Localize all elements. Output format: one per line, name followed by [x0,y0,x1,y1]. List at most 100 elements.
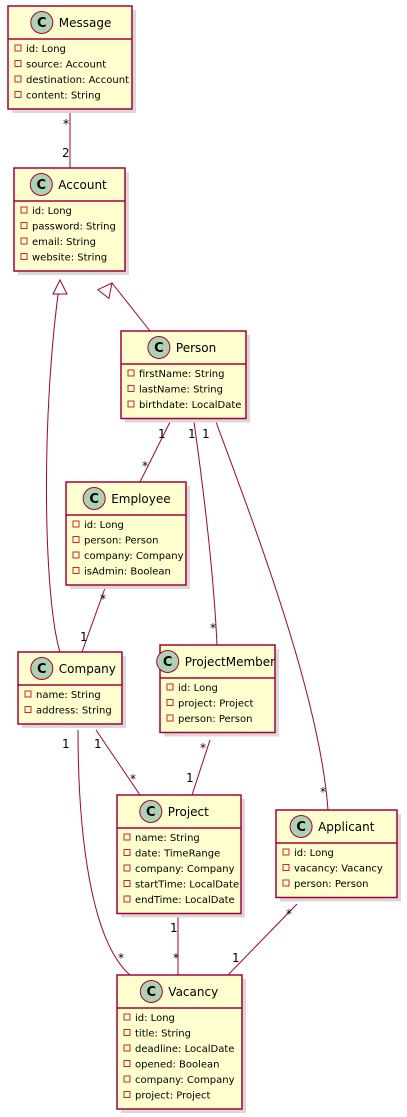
relation-company-vacancy: 1* [62,729,131,976]
private-visibility-icon [123,1013,131,1021]
class-badge-letter: C [163,655,173,670]
class-name: Applicant [318,820,375,834]
multiplicity-label: 1 [202,427,210,441]
class-attribute: source: Account [26,60,106,71]
class-attribute: person: Person [178,714,252,725]
multiplicity-label: * [100,592,106,606]
private-visibility-icon [166,683,174,691]
class-attribute: birthdate: LocalDate [139,400,241,411]
class-badge-icon [29,173,53,196]
multiplicity-label: 1 [188,427,196,441]
class-box [13,167,126,272]
private-visibility-icon [24,706,32,713]
private-visibility-icon [20,253,28,260]
relation-person-projectmember: 1* [188,421,218,646]
class-attribute: company: Company [84,551,184,562]
class-name: Employee [111,492,170,506]
class-attribute: company: Company [135,1075,235,1086]
class-box [7,5,133,110]
private-visibility-icon [123,1060,131,1067]
class-name: ProjectMember [185,655,275,669]
relation-projectmember-project: *1 [186,739,211,796]
private-visibility-icon [123,849,131,856]
class-attribute: project: Project [135,1091,211,1102]
relation-line [81,587,106,653]
private-visibility-icon [14,60,22,67]
private-visibility-icon [123,1029,131,1036]
class-attribute: opened: Boolean [135,1060,220,1071]
class-name: Vacancy [168,985,218,999]
class-attribute: email: String [32,237,96,248]
private-visibility-icon [123,1075,131,1083]
relation-project-vacancy: 1* [170,913,179,975]
private-visibility-icon [14,91,22,98]
private-visibility-icon [166,699,174,706]
class-badge-letter: C [296,820,306,835]
inheritance-arrowhead [96,282,113,300]
private-visibility-icon [127,400,135,408]
private-visibility-icon [123,895,131,903]
relations-layer: *21*1*1**11*1**11**1 [45,106,329,976]
class-attribute: date: TimeRange [135,849,220,860]
private-visibility-icon [123,880,131,887]
class-attribute: address: String [36,706,112,717]
class-badge-icon [139,800,163,823]
private-visibility-icon [72,536,80,543]
private-visibility-icon [123,864,131,872]
class-attribute: person: Person [294,879,368,890]
class-attribute: destination: Account [26,75,129,86]
multiplicity-label: * [63,117,69,131]
private-visibility-icon [166,714,174,722]
class-badge-icon [289,815,313,838]
private-visibility-icon [14,75,22,83]
class-box [116,794,242,915]
class-badge-letter: C [37,662,47,677]
class-box [116,974,243,1110]
private-visibility-icon [282,879,290,887]
class-name: Message [59,16,112,30]
class-attribute: id: Long [178,683,218,694]
relation-message-account: *2 [62,106,71,168]
relation-company-account [45,278,68,653]
private-visibility-icon [282,848,290,856]
multiplicity-label: * [210,621,216,635]
class-badge-letter: C [154,341,164,356]
class-attribute: content: String [26,91,101,102]
class-attribute: deadline: LocalDate [135,1044,234,1055]
relation-employee-company: *1 [80,587,106,653]
class-badge-icon [147,336,171,359]
multiplicity-label: 1 [158,427,166,441]
relation-applicant-vacancy: *1 [227,903,298,976]
relation-line [95,729,141,796]
multiplicity-label: * [173,951,179,965]
multiplicity-label: * [130,772,136,786]
multiplicity-label: 2 [62,146,70,160]
relation-line [193,421,218,646]
class-badge-letter: C [147,985,157,1000]
class-attribute: lastName: String [139,385,223,396]
private-visibility-icon [24,690,32,698]
relation-line [191,739,211,796]
class-attribute: name: String [135,833,200,844]
class-attribute: id: Long [294,848,334,859]
inheritance-arrowhead [52,278,68,295]
relation-person-account [96,282,151,332]
class-box [159,644,276,734]
class-attribute: title: String [135,1029,191,1040]
class-attribute: endTime: LocalDate [135,895,235,906]
multiplicity-label: * [142,459,148,473]
class-badge-icon [30,657,54,680]
class-attribute: isAdmin: Boolean [84,567,171,578]
multiplicity-label: 1 [62,737,70,751]
classes-layer: C Message id: Long source: Account destinati… [7,5,401,1113]
class-attribute: id: Long [84,520,124,531]
